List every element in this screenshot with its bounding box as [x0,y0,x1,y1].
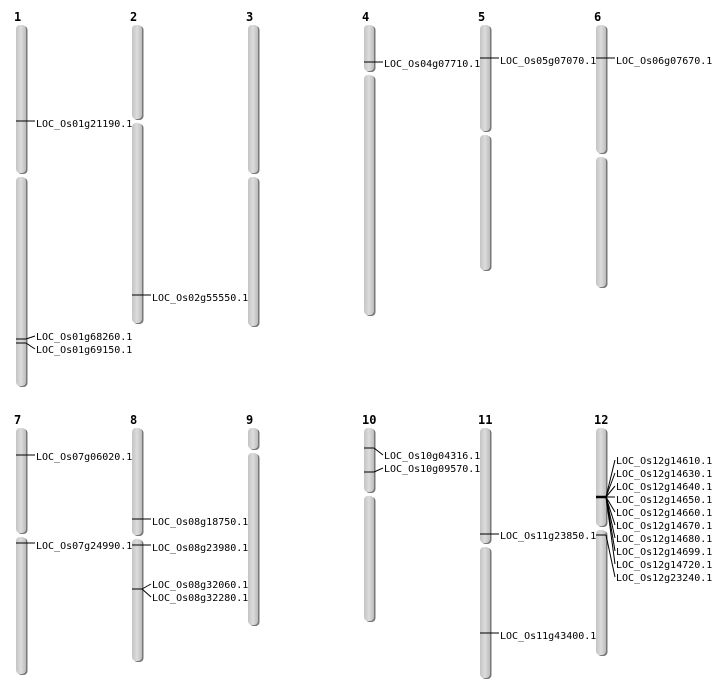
chromosome-11-short-arm [480,428,490,543]
chromosome-12-short-arm [596,428,606,526]
gene-label: LOC_Os12g14610.1 [616,456,712,467]
chromosome-10-short-arm [364,428,374,492]
chromosome-12-long-arm [596,530,606,655]
chromosome-3-long-arm [248,177,258,326]
chromosome-number-1: 1 [14,10,21,24]
chromosome-2-short-arm [132,25,142,119]
gene-connector [141,583,152,590]
gene-label: LOC_Os01g21190.1 [36,119,132,130]
chromosome-4-long-arm [364,75,374,315]
gene-label: LOC_Os12g14640.1 [616,482,712,493]
gene-connector [605,496,616,513]
chromosome-7-short-arm [16,428,26,533]
chromosome-7-long-arm [16,537,26,674]
gene-label: LOC_Os12g14699.1 [616,547,712,558]
gene-label: LOC_Os12g14630.1 [616,469,712,480]
gene-label: LOC_Os08g23980.1 [152,543,248,554]
chromosome-number-5: 5 [478,10,485,24]
gene-label: LOC_Os11g43400.1 [500,631,596,642]
chromosome-number-12: 12 [594,413,608,427]
gene-connector [25,335,36,340]
gene-label: LOC_Os08g18750.1 [152,517,248,528]
chromosome-number-4: 4 [362,10,369,24]
gene-label: LOC_Os01g68260.1 [36,332,132,343]
gene-label: LOC_Os06g07670.1 [616,56,712,67]
chromosome-number-11: 11 [478,413,492,427]
gene-label: LOC_Os08g32280.1 [152,593,248,604]
chromosome-1-long-arm [16,177,26,386]
gene-label: LOC_Os02g55550.1 [152,293,248,304]
gene-label: LOC_Os12g23240.1 [616,573,712,584]
gene-label: LOC_Os12g14660.1 [616,508,712,519]
gene-connector [605,459,616,498]
gene-connector [605,496,616,565]
gene-label: LOC_Os04g07710.1 [384,59,480,70]
chromosome-number-9: 9 [246,413,253,427]
gene-label: LOC_Os07g24990.1 [36,541,132,552]
chromosome-number-6: 6 [594,10,601,24]
chromosome-6-long-arm [596,157,606,287]
gene-label: LOC_Os11g23850.1 [500,531,596,542]
chromosome-3-short-arm [248,25,258,173]
gene-connector [605,485,616,498]
gene-label: LOC_Os10g04316.1 [384,451,480,462]
chromosome-2-long-arm [132,123,142,323]
chromosome-5-short-arm [480,25,490,131]
gene-label: LOC_Os07g06020.1 [36,452,132,463]
chromosome-9-long-arm [248,453,258,625]
gene-label: LOC_Os08g32060.1 [152,580,248,591]
chromosome-8-long-arm [132,539,142,661]
chromosome-number-2: 2 [130,10,137,24]
chromosome-number-7: 7 [14,413,21,427]
gene-label: LOC_Os05g07070.1 [500,56,596,67]
gene-label: LOC_Os12g14670.1 [616,521,712,532]
chromosome-number-10: 10 [362,413,376,427]
gene-connector [25,342,36,350]
gene-label: LOC_Os12g14680.1 [616,534,712,545]
gene-connector [605,472,616,498]
chromosome-6-short-arm [596,25,606,153]
chromosome-1-short-arm [16,25,26,173]
chromosome-number-3: 3 [246,10,253,24]
chromosome-4-short-arm [364,25,374,71]
chromosome-10-long-arm [364,496,374,621]
gene-connector [373,467,384,473]
gene-connector [141,588,152,598]
gene-connector [373,447,384,456]
chromosome-8-short-arm [132,428,142,535]
chromosome-9-short-arm [248,428,258,449]
gene-label: LOC_Os12g14650.1 [616,495,712,506]
chromosome-number-8: 8 [130,413,137,427]
gene-connector [605,534,616,578]
chromosome-11-long-arm [480,547,490,678]
chromosome-5-long-arm [480,135,490,270]
gene-label: LOC_Os10g09570.1 [384,464,480,475]
gene-label: LOC_Os01g69150.1 [36,345,132,356]
gene-label: LOC_Os12g14720.1 [616,560,712,571]
